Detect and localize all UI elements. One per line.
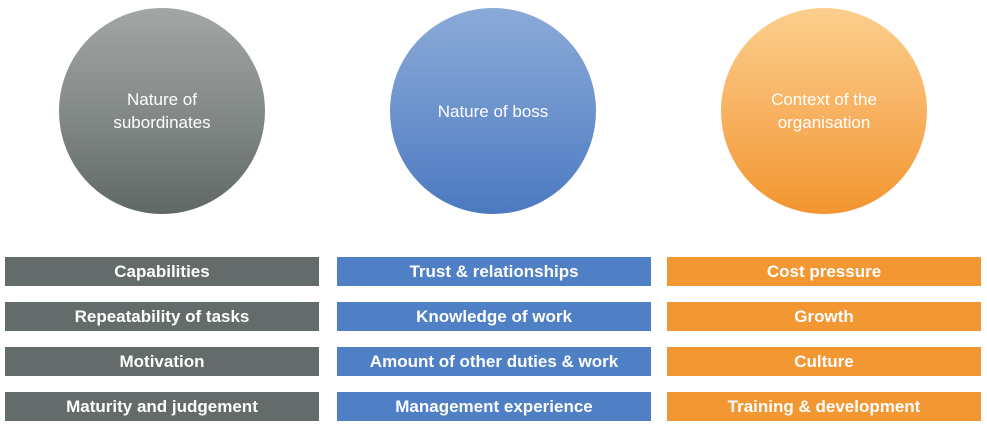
circle-label: Context of the organisation (771, 88, 877, 134)
factor-box-capabilities: Capabilities (5, 257, 319, 286)
factor-box-training: Training & development (667, 392, 981, 421)
circle-label-line: Nature of boss (437, 101, 549, 121)
circle-nature-of-subordinates: Nature of subordinates (59, 8, 265, 214)
factor-box-culture: Culture (667, 347, 981, 376)
circle-label-line: organisation (777, 113, 871, 132)
column-organisation: Cost pressure Growth Culture Training & … (667, 257, 981, 437)
factor-box-motivation: Motivation (5, 347, 319, 376)
circle-label-line: subordinates (113, 113, 211, 132)
circle-label: Nature of subordinates (113, 88, 210, 134)
factor-box-knowledge: Knowledge of work (337, 302, 651, 331)
column-subordinates: Capabilities Repeatability of tasks Moti… (5, 257, 319, 437)
circle-label-line: Context of the (771, 90, 877, 109)
factor-box-cost-pressure: Cost pressure (667, 257, 981, 286)
circle-label-line: Nature of (127, 90, 197, 109)
factor-box-growth: Growth (667, 302, 981, 331)
circle-label: Nature of boss (438, 100, 549, 123)
column-boss: Trust & relationships Knowledge of work … (337, 257, 651, 437)
circle-nature-of-boss: Nature of boss (390, 8, 596, 214)
factor-box-trust: Trust & relationships (337, 257, 651, 286)
factor-box-repeatability: Repeatability of tasks (5, 302, 319, 331)
factor-box-other-duties: Amount of other duties & work (337, 347, 651, 376)
factor-box-management-experience: Management experience (337, 392, 651, 421)
factor-box-maturity: Maturity and judgement (5, 392, 319, 421)
circle-context-of-organisation: Context of the organisation (721, 8, 927, 214)
